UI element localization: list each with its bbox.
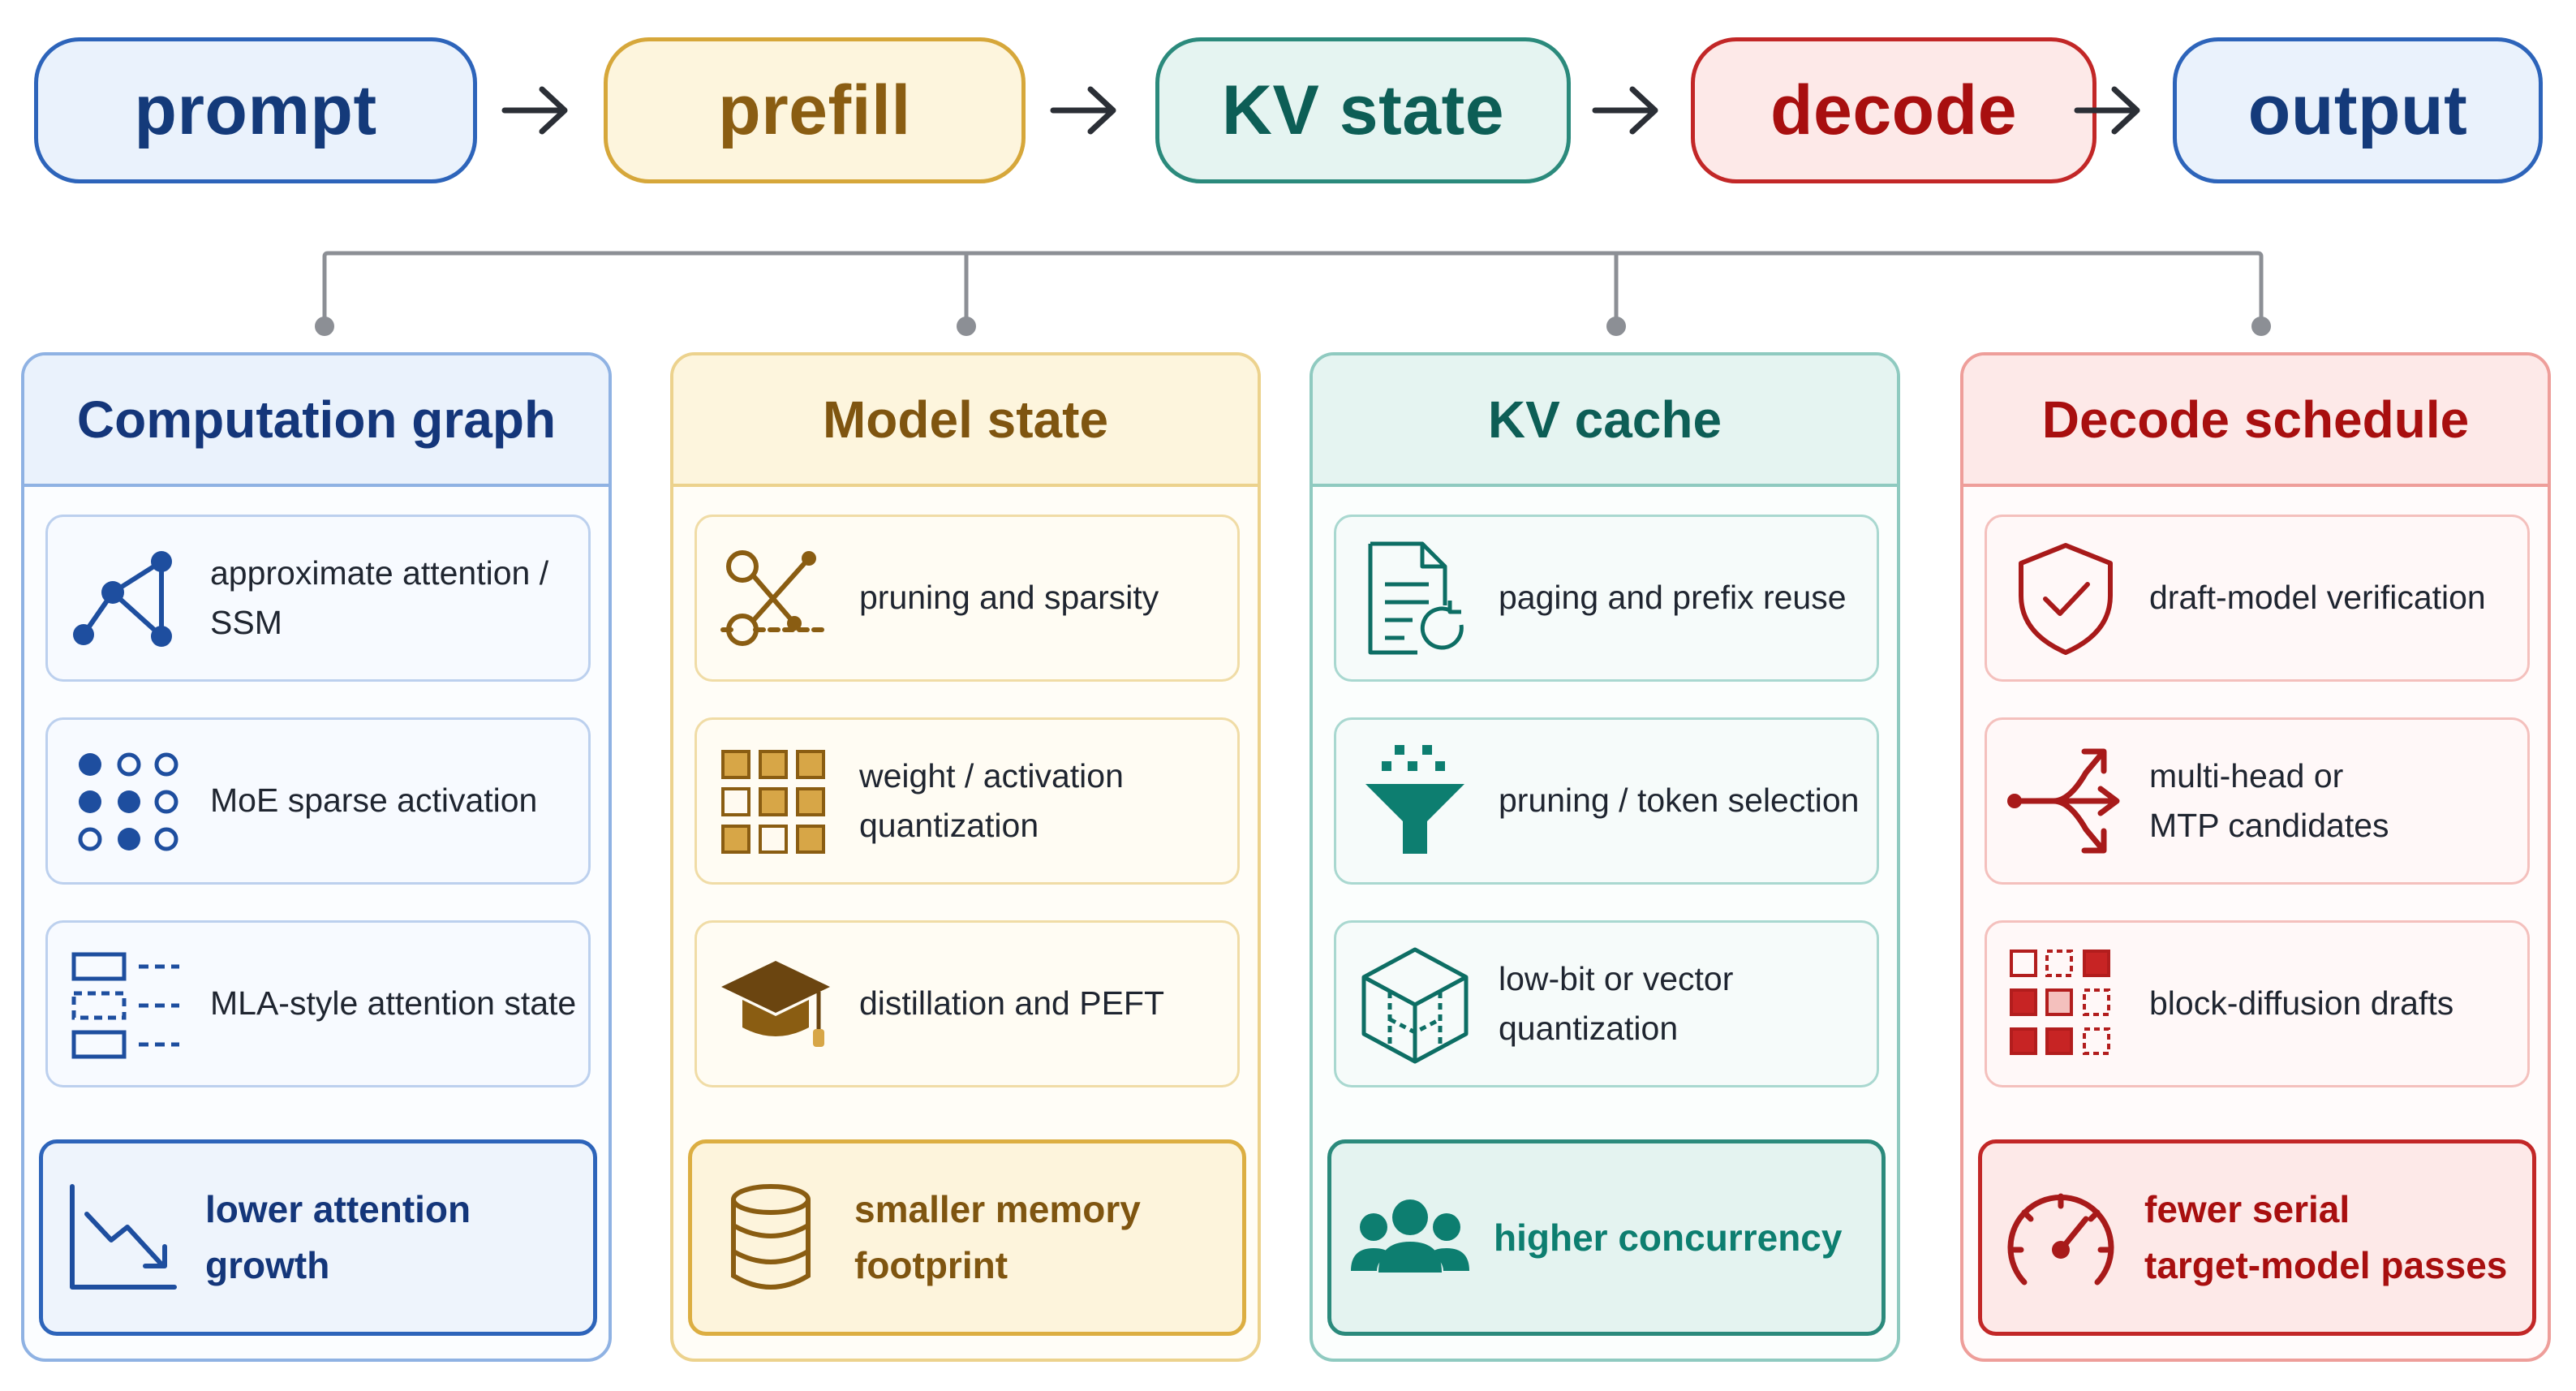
arrow-right-icon bbox=[2074, 86, 2140, 135]
column-model-state: Model state pruning and sparsity weight … bbox=[670, 352, 1261, 1362]
column-computation-graph: Computation graph approximate attention … bbox=[21, 352, 612, 1362]
bracket-connector bbox=[315, 251, 2271, 336]
list-item: pruning / token selection bbox=[1334, 717, 1879, 885]
scissors-icon bbox=[720, 550, 831, 646]
item-label: MoE sparse activation bbox=[210, 782, 538, 820]
item-label: distillation and PEFT bbox=[859, 984, 1165, 1023]
list-item: MoE sparse activation bbox=[45, 717, 591, 885]
list-item: block-diffusion drafts bbox=[1985, 920, 2530, 1087]
stage-decode: decode bbox=[1691, 37, 2096, 183]
stage-prefill: prefill bbox=[604, 37, 1026, 183]
column-kv-cache: KV cache paging and prefix reuse pruning… bbox=[1310, 352, 1900, 1362]
users-icon bbox=[1351, 1199, 1469, 1273]
arrow-right-icon bbox=[1592, 86, 1658, 135]
shield-check-icon bbox=[2019, 543, 2113, 655]
column-title: KV cache bbox=[1313, 355, 1897, 487]
result-item: lower attention growth bbox=[39, 1139, 597, 1336]
item-label: multi-head or MTP candidates bbox=[2149, 756, 2389, 845]
item-label: draft-model verification bbox=[2149, 579, 2486, 617]
stage-kv-state: KV state bbox=[1155, 37, 1571, 183]
column-title: Model state bbox=[673, 355, 1258, 487]
list-item: draft-model verification bbox=[1985, 515, 2530, 682]
list-item: pruning and sparsity bbox=[695, 515, 1240, 682]
item-label: low-bit or vector quantization bbox=[1499, 959, 1734, 1048]
stacked-boxes-icon bbox=[71, 952, 179, 1059]
list-item: multi-head or MTP candidates bbox=[1985, 717, 2530, 885]
arrow-right-icon bbox=[1050, 86, 1116, 135]
cube-icon bbox=[1361, 947, 1469, 1064]
graph-nodes-icon bbox=[73, 551, 172, 647]
list-item: approximate attention / SSM bbox=[45, 515, 591, 682]
item-label: lower attention growth bbox=[205, 1188, 471, 1286]
list-item: weight / activation quantization bbox=[695, 717, 1240, 885]
item-label: paging and prefix reuse bbox=[1499, 579, 1847, 617]
item-label: MLA-style attention state bbox=[210, 984, 577, 1023]
trend-down-icon bbox=[70, 1184, 177, 1290]
result-item: smaller memory footprint bbox=[688, 1139, 1246, 1336]
column-decode-schedule: Decode schedule draft-model verification… bbox=[1960, 352, 2551, 1362]
list-item: low-bit or vector quantization bbox=[1334, 920, 1879, 1087]
block-grid-icon bbox=[2010, 950, 2110, 1055]
funnel-icon bbox=[1365, 745, 1464, 854]
quantization-grid-icon bbox=[721, 750, 825, 854]
arrow-right-icon bbox=[501, 86, 568, 135]
branching-arrows-icon bbox=[2007, 748, 2120, 854]
item-label: higher concurrency bbox=[1494, 1216, 1843, 1259]
list-item: MLA-style attention state bbox=[45, 920, 591, 1087]
item-label: pruning / token selection bbox=[1499, 782, 1860, 820]
graduation-cap-icon bbox=[721, 961, 830, 1047]
dot-grid-icon bbox=[78, 752, 178, 851]
list-item: paging and prefix reuse bbox=[1334, 515, 1879, 682]
item-label: approximate attention / SSM bbox=[210, 553, 549, 642]
stage-output: output bbox=[2173, 37, 2543, 183]
speedometer-icon bbox=[2007, 1193, 2114, 1285]
list-item: distillation and PEFT bbox=[695, 920, 1240, 1087]
result-item: higher concurrency bbox=[1327, 1139, 1886, 1336]
database-icon bbox=[731, 1184, 811, 1290]
item-label: weight / activation quantization bbox=[859, 756, 1124, 845]
result-item: fewer serial target-model passes bbox=[1978, 1139, 2536, 1336]
item-label: pruning and sparsity bbox=[859, 579, 1159, 617]
item-label: block-diffusion drafts bbox=[2149, 984, 2454, 1023]
column-title: Computation graph bbox=[24, 355, 609, 487]
document-refresh-icon bbox=[1368, 541, 1464, 655]
item-label: smaller memory footprint bbox=[854, 1188, 1141, 1286]
stage-prompt: prompt bbox=[34, 37, 477, 183]
item-label: fewer serial target-model passes bbox=[2144, 1188, 2508, 1286]
column-title: Decode schedule bbox=[1963, 355, 2548, 487]
